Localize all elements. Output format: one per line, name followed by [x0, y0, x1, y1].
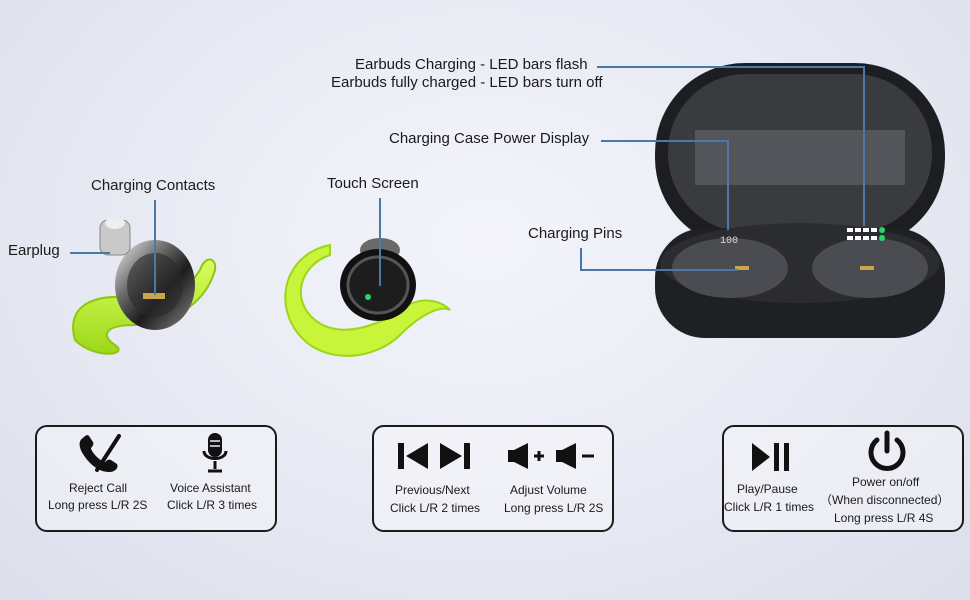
control-panel-power: Play/Pause Click L/R 1 times Power on/of…: [722, 425, 964, 532]
adjust-volume-action: Long press L/R 2S: [504, 501, 604, 515]
earplug-leader-line: [70, 252, 110, 254]
voice-assistant-title: Voice Assistant: [170, 481, 251, 495]
charging-case-illustration: 100: [655, 63, 945, 338]
play-pause-title: Play/Pause: [737, 482, 798, 496]
previous-icon: [398, 443, 428, 469]
touch-screen-leader-line: [379, 198, 381, 286]
power-icon: [868, 430, 906, 471]
control-panel-call: Reject Call Long press L/R 2S Voice Assi…: [35, 425, 277, 532]
microphone-icon: [202, 433, 228, 473]
power-action: Long press L/R 4S: [834, 511, 934, 525]
adjust-volume-title: Adjust Volume: [510, 483, 587, 497]
case-power-display-label: Charging Case Power Display: [389, 130, 590, 147]
reject-call-icon: [79, 434, 121, 472]
right-earbud-illustration: [284, 238, 451, 357]
power-condition: （When disconnected）: [820, 493, 950, 507]
earplug-label: Earplug: [8, 242, 60, 259]
reject-call-title: Reject Call: [69, 481, 128, 495]
volume-down-icon: [556, 443, 594, 469]
volume-up-icon: [508, 443, 544, 469]
led-leader-horizontal: [597, 66, 864, 68]
voice-assistant-action: Click L/R 3 times: [167, 498, 258, 512]
charging-pins-leader-vertical: [580, 248, 582, 270]
next-icon: [440, 443, 470, 469]
power-title: Power on/off: [852, 475, 920, 489]
led-flash-label: Earbuds Charging - LED bars flash: [355, 56, 588, 73]
case-power-leader-vertical: [727, 140, 729, 230]
control-panel-media: Previous/Next Click L/R 2 times Adjust V…: [372, 425, 614, 532]
reject-call-action: Long press L/R 2S: [48, 498, 148, 512]
charging-contacts-label: Charging Contacts: [91, 177, 216, 194]
prev-next-action: Click L/R 2 times: [390, 501, 481, 515]
play-pause-icon: [752, 443, 789, 471]
charging-pins-leader-horizontal: [580, 269, 738, 271]
prev-next-title: Previous/Next: [395, 483, 470, 497]
case-power-leader-horizontal: [601, 140, 728, 142]
charging-pins-label: Charging Pins: [528, 225, 623, 242]
charging-contacts-leader-line: [154, 200, 156, 295]
svg-text:100: 100: [720, 236, 738, 247]
led-leader-vertical: [863, 66, 865, 226]
play-pause-action: Click L/R 1 times: [724, 500, 815, 514]
led-off-label: Earbuds fully charged - LED bars turn of…: [331, 74, 603, 91]
touch-screen-label: Touch Screen: [327, 175, 419, 192]
